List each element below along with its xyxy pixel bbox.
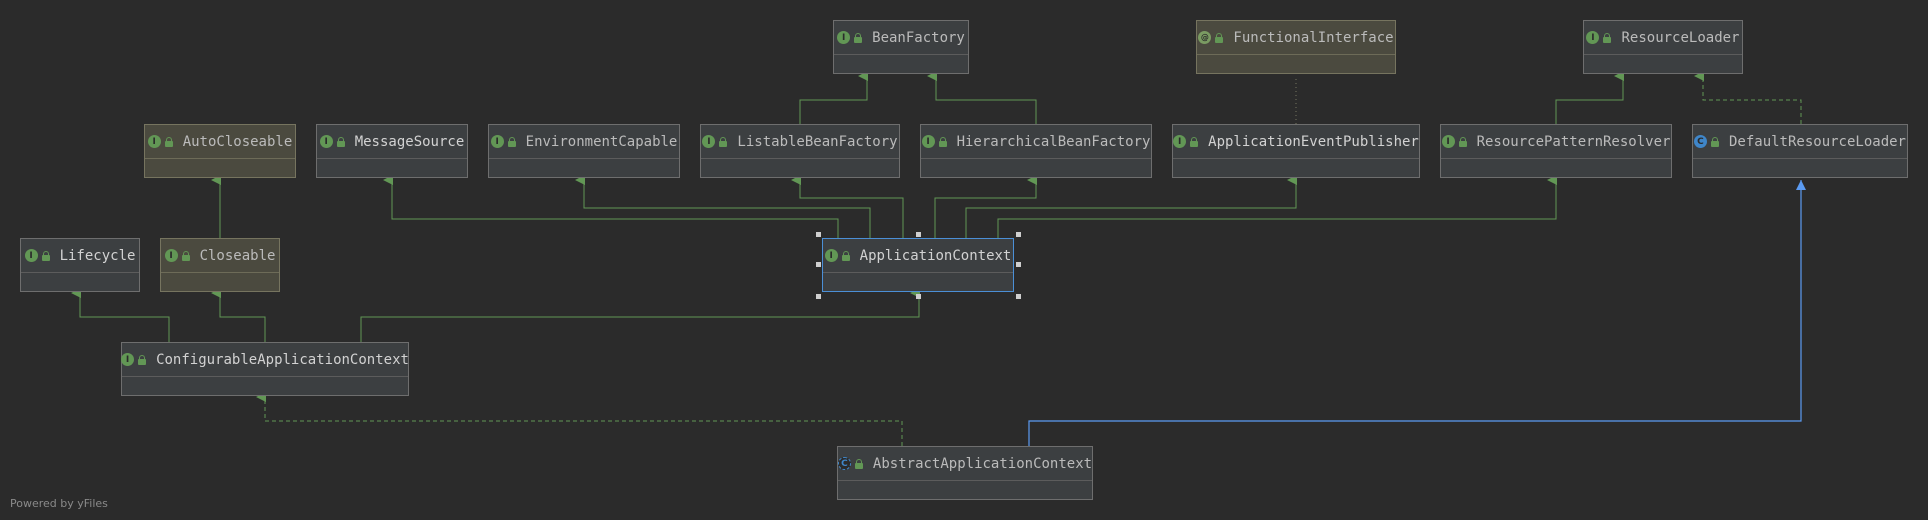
node-label: ApplicationContext — [859, 247, 1012, 264]
node-label: ApplicationEventPublisher — [1208, 133, 1419, 150]
node-applicationcontext[interactable]: I ApplicationContext — [822, 238, 1014, 292]
interface-icon: I — [164, 249, 178, 262]
lock-icon — [938, 136, 947, 147]
node-configurableapplicationcontext[interactable]: I ConfigurableApplicationContext — [121, 342, 409, 396]
selection-handle[interactable] — [1016, 262, 1021, 267]
edge-ac-eventpublisher — [965, 175, 1297, 238]
interface-icon: I — [824, 249, 838, 262]
edge-ac-hierarchical — [934, 175, 1037, 238]
lock-icon — [164, 136, 173, 147]
selection-handle[interactable] — [816, 232, 821, 237]
node-closeable[interactable]: I Closeable — [160, 238, 280, 292]
node-label: Closeable — [199, 247, 276, 264]
selection-handle[interactable] — [1016, 294, 1021, 299]
node-listablebeanfactory[interactable]: I ListableBeanFactory — [700, 124, 900, 178]
edge-ac-messagesource — [383, 175, 839, 238]
node-messagesource[interactable]: I MessageSource — [316, 124, 468, 178]
node-defaultresourceloader[interactable]: C DefaultResourceLoader — [1692, 124, 1908, 178]
arrowhead-defaultloader — [1796, 180, 1806, 190]
annotation-icon: @ — [1198, 31, 1212, 44]
interface-icon: I — [319, 135, 333, 148]
powered-by-label: Powered by yFiles — [10, 497, 108, 510]
node-label: AbstractApplicationContext — [872, 455, 1093, 472]
interface-icon: I — [1441, 135, 1455, 148]
lock-icon — [854, 32, 863, 43]
lock-icon — [507, 136, 516, 147]
lock-icon — [181, 250, 190, 261]
class-icon: C — [1693, 135, 1707, 148]
interface-icon: I — [490, 135, 504, 148]
node-hierarchicalbeanfactory[interactable]: I HierarchicalBeanFactory — [920, 124, 1152, 178]
node-label: MessageSource — [354, 133, 465, 150]
selection-handle[interactable] — [816, 294, 821, 299]
edge-abstract-cac — [256, 392, 903, 446]
node-label: BeanFactory — [872, 29, 965, 46]
node-label: EnvironmentCapable — [525, 133, 678, 150]
edge-resolver-resourceloader — [1555, 71, 1624, 124]
node-label: FunctionalInterface — [1233, 29, 1394, 46]
node-resourcepatternresolver[interactable]: I ResourcePatternResolver — [1440, 124, 1672, 178]
node-label: ListableBeanFactory — [737, 133, 898, 150]
node-beanfactory[interactable]: I BeanFactory — [833, 20, 969, 74]
node-label: DefaultResourceLoader — [1728, 133, 1906, 150]
node-resourceloader[interactable]: I ResourceLoader — [1583, 20, 1743, 74]
lock-icon — [138, 354, 147, 365]
selection-handle[interactable] — [816, 262, 821, 267]
node-functionalinterface[interactable]: @ FunctionalInterface — [1196, 20, 1396, 74]
selection-handle[interactable] — [916, 294, 921, 299]
node-environmentcapable[interactable]: I EnvironmentCapable — [488, 124, 680, 178]
lock-icon — [1190, 136, 1199, 147]
edge-defaultloader-resourceloader — [1694, 71, 1802, 124]
node-autocloseable[interactable]: I AutoCloseable — [144, 124, 296, 178]
interface-icon: I — [1586, 31, 1600, 44]
node-label: HierarchicalBeanFactory — [956, 133, 1151, 150]
node-label: ResourcePatternResolver — [1476, 133, 1671, 150]
interface-icon: I — [121, 353, 135, 366]
lock-icon — [1215, 32, 1224, 43]
edge-cac-closeable — [211, 288, 266, 342]
node-label: AutoCloseable — [182, 133, 293, 150]
selection-handle[interactable] — [1016, 232, 1021, 237]
interface-icon: I — [702, 135, 716, 148]
lock-icon — [336, 136, 345, 147]
node-label: ConfigurableApplicationContext — [156, 351, 409, 368]
interface-icon: I — [921, 135, 935, 148]
node-abstractapplicationcontext[interactable]: C AbstractApplicationContext — [837, 446, 1093, 500]
edge-ac-environmentcapable — [575, 175, 871, 238]
edge-cac-ac — [360, 288, 920, 342]
node-lifecycle[interactable]: I Lifecycle — [20, 238, 140, 292]
node-label: ResourceLoader — [1621, 29, 1740, 46]
lock-icon — [1458, 136, 1467, 147]
lock-icon — [1710, 136, 1719, 147]
edge-cac-lifecycle — [71, 288, 170, 342]
lock-icon — [841, 250, 850, 261]
edge-abstract-defaultloader — [1028, 180, 1802, 446]
edge-hierarchical-beanfactory — [927, 71, 1037, 124]
lock-icon — [854, 458, 863, 469]
edge-listable-beanfactory — [799, 71, 868, 124]
interface-icon: I — [1173, 135, 1187, 148]
lock-icon — [41, 250, 50, 261]
lock-icon — [719, 136, 728, 147]
node-label: Lifecycle — [59, 247, 136, 264]
interface-icon: I — [147, 135, 161, 148]
edge-ac-resolver — [997, 175, 1557, 238]
interface-icon: I — [24, 249, 38, 262]
node-applicationeventpublisher[interactable]: I ApplicationEventPublisher — [1172, 124, 1420, 178]
abstract-class-icon: C — [837, 457, 851, 470]
interface-icon: I — [837, 31, 851, 44]
edge-ac-listable — [791, 175, 904, 238]
lock-icon — [1603, 32, 1612, 43]
selection-handle[interactable] — [916, 232, 921, 237]
